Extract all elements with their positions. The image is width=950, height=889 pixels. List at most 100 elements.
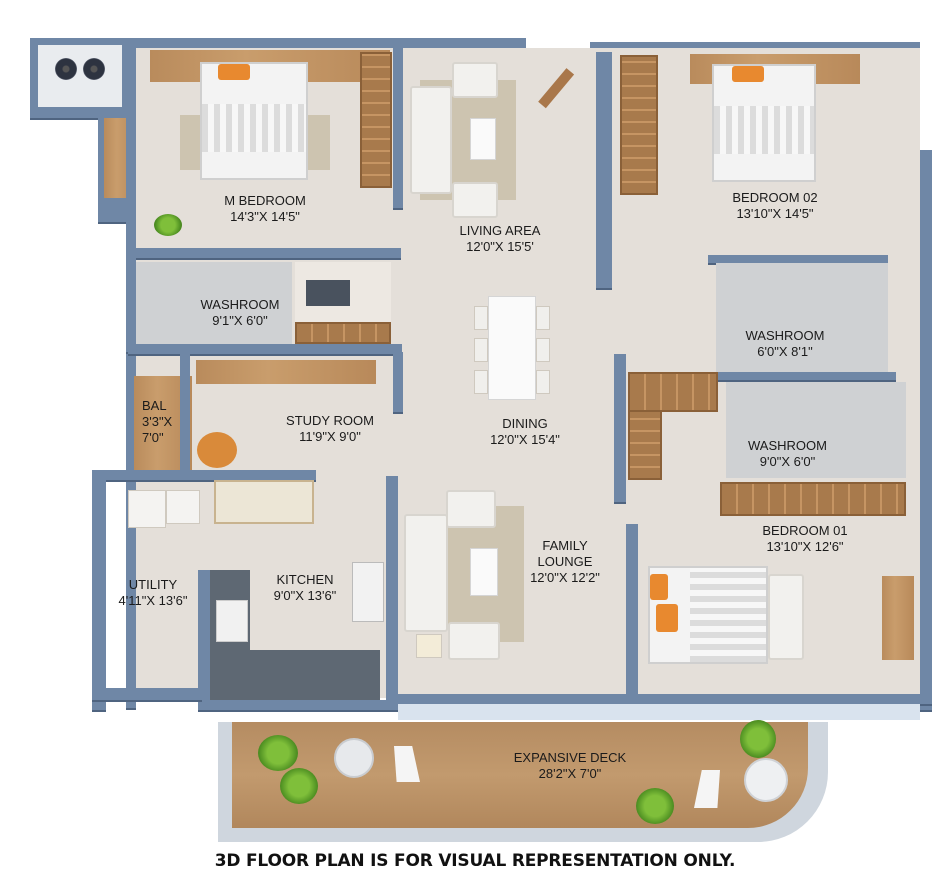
outer-wall-left (126, 48, 136, 708)
utility-outer-wall (92, 470, 106, 710)
room-size: 12'0"X 15'4" (490, 432, 560, 447)
room-name: BEDROOM 01 (762, 523, 848, 538)
kitchen-east-wall (386, 476, 398, 710)
pillow (218, 64, 250, 80)
room-name: FAMILY (542, 538, 588, 553)
room-name: STUDY ROOM (286, 413, 374, 428)
room-size: 9'1"X 6'0" (212, 313, 268, 328)
m-bedroom-east-wall (393, 48, 403, 208)
room-name: KITCHEN (276, 572, 334, 587)
room-label-bedroom-02: BEDROOM 02 13'10"X 14'5" (700, 190, 850, 222)
room-label-family-lounge: FAMILY LOUNGE 12'0"X 12'2" (515, 538, 615, 586)
bedroom-01-wardrobe-top (628, 372, 718, 412)
washing-machine (128, 490, 166, 528)
plant-icon (154, 214, 182, 236)
study-south-wall (106, 470, 316, 480)
kitchen-upper-counter (214, 480, 314, 524)
washroom-1-floor (136, 262, 292, 344)
plant-icon (258, 735, 298, 771)
m-bedroom-wardrobe (360, 52, 392, 188)
lounge-sofa (404, 514, 448, 632)
room-size: 12'0"X 15'5' (466, 239, 534, 254)
room-size: 13'10"X 12'6" (766, 539, 844, 554)
lounge-armchair (446, 490, 496, 528)
bedroom-01-closet-west-wall (614, 354, 626, 502)
room-size: 11'9"X 9'0" (299, 429, 361, 444)
closet-vanity (306, 280, 350, 306)
pillow (650, 574, 668, 600)
bedroom-02-west-wall (596, 52, 612, 288)
deck-lounge-chair (334, 738, 374, 778)
dining-chair (536, 306, 550, 330)
lounge-armchair (448, 622, 500, 660)
dining-chair (474, 370, 488, 394)
room-size: 28'2"X 7'0" (538, 766, 602, 781)
kitchen-sink (216, 600, 248, 642)
outer-wall-bottom (398, 694, 932, 704)
washroom-3-floor (726, 382, 906, 478)
study-west-wall (180, 352, 190, 470)
room-name: M BEDROOM (224, 193, 306, 208)
dining-chair (474, 338, 488, 362)
room-label-washroom-1: WASHROOM 9'1"X 6'0" (175, 297, 305, 329)
utility-south-wall (92, 688, 202, 700)
bedroom-02-wardrobe (620, 55, 658, 195)
outer-wall-top-left (130, 38, 526, 48)
study-desk (196, 360, 376, 384)
bedroom-02-bed (712, 64, 816, 182)
deck-windows (398, 704, 920, 720)
ac-fan-icon (83, 58, 105, 80)
room-label-kitchen: KITCHEN 9'0"X 13'6" (255, 572, 355, 604)
room-size: 13'10"X 14'5" (736, 206, 814, 221)
room-size: 9'0"X 6'0" (759, 454, 816, 469)
room-name: WASHROOM (200, 297, 280, 312)
room-size: 12'0"X 12'2" (530, 570, 600, 585)
room-name: WASHROOM (745, 328, 825, 343)
room-size: 4'11"X 13'6" (118, 593, 188, 608)
plant-icon (740, 720, 776, 758)
room-name: UTILITY (128, 577, 178, 592)
living-armchair (452, 182, 498, 218)
study-chair (197, 432, 237, 468)
room-label-dining: DINING 12'0"X 15'4" (460, 416, 590, 448)
room-size: 14'3"X 14'5" (230, 209, 300, 224)
bedroom-01-west-wall (626, 524, 638, 694)
plant-icon (280, 768, 318, 804)
lounge-coffee-table (470, 548, 498, 596)
dining-chair (474, 306, 488, 330)
washroom-2-south-wall (710, 372, 896, 380)
room-name: LOUNGE (537, 554, 593, 569)
side-table (416, 634, 442, 658)
disclaimer-text: 3D FLOOR PLAN IS FOR VISUAL REPRESENTATI… (214, 851, 736, 871)
ac-fan-icon (55, 58, 77, 80)
room-label-bal: BAL 3'3"X 7'0" (126, 398, 186, 446)
room-label-m-bedroom: M BEDROOM 14'3"X 14'5" (200, 193, 330, 225)
room-label-study-room: STUDY ROOM 11'9"X 9'0" (255, 413, 405, 445)
bedroom-01-dresser (882, 576, 914, 660)
room-size: 9'0"X 13'6" (273, 588, 337, 603)
pillow (732, 66, 764, 82)
bedroom-01-bed (648, 566, 768, 664)
room-name: EXPANSIVE DECK (513, 750, 627, 765)
room-label-living-area: LIVING AREA 12'0"X 15'5' (425, 223, 575, 255)
dining-chair (536, 338, 550, 362)
dryer (166, 490, 200, 524)
room-name: BEDROOM 02 (732, 190, 818, 205)
washroom-1-south-wall (128, 344, 402, 354)
refrigerator (352, 562, 384, 622)
room-name: BAL (142, 398, 167, 413)
room-name: LIVING AREA (459, 223, 541, 238)
living-coffee-table (470, 118, 496, 160)
pillow (656, 604, 678, 632)
room-size: 3'3"X (142, 414, 173, 429)
plant-icon (636, 788, 674, 824)
kitchen-counter-bottom (210, 650, 380, 700)
outer-wall-right (920, 150, 932, 710)
study-east-wall (393, 352, 403, 412)
washroom-2-floor (716, 263, 888, 373)
room-label-washroom-2: WASHROOM 6'0"X 8'1" (720, 328, 850, 360)
dining-table (488, 296, 536, 400)
washroom-2-north-wall (708, 255, 888, 263)
room-size: 6'0"X 8'1" (757, 344, 813, 359)
room-name: WASHROOM (748, 438, 827, 453)
